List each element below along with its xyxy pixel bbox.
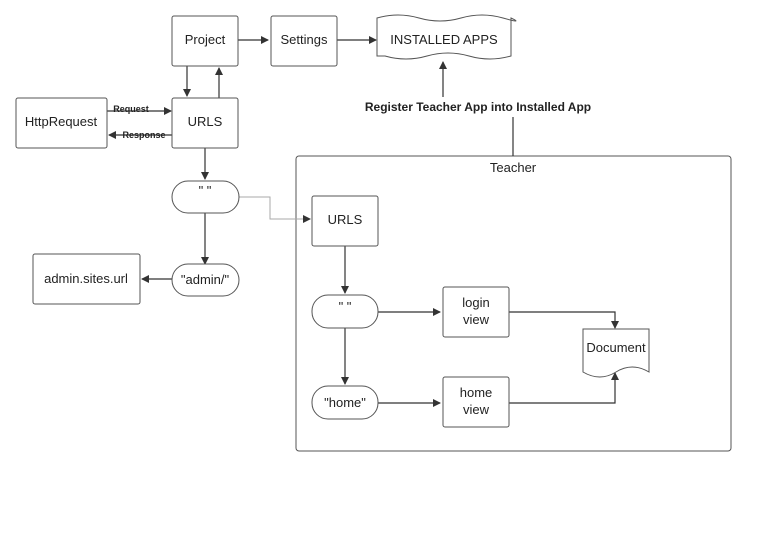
- home-route-node: [311, 385, 379, 420]
- project-label: Project: [185, 32, 226, 47]
- home-route-label: "home": [324, 395, 366, 410]
- admin-sites-url-label: admin.sites.url: [44, 271, 128, 286]
- register-label-bg: [362, 97, 594, 117]
- login-view-label-line1: login: [462, 295, 489, 310]
- teacher-urls-label: URLS: [328, 212, 363, 227]
- document-label: Document: [586, 340, 646, 355]
- teacher-urls-node: [311, 195, 379, 247]
- empty-route-main-label: " ": [199, 183, 212, 198]
- teacher-container-label: Teacher: [490, 160, 537, 175]
- home-view-label-line2: view: [463, 402, 490, 417]
- edge-login-view-document: [509, 311, 619, 329]
- login-view-node: [442, 286, 510, 338]
- request-label: Request: [113, 104, 149, 114]
- empty-route-main-node: [171, 180, 240, 214]
- urls-main-label: URLS: [188, 114, 223, 129]
- home-view-label-line1: home: [460, 385, 493, 400]
- admin-route-label: "admin/": [181, 272, 230, 287]
- http-request-node: [15, 97, 108, 149]
- edge-home-view-document: [509, 372, 619, 404]
- installed-apps-node: [376, 14, 517, 60]
- empty-route-teacher-node: [311, 294, 379, 329]
- home-view-node: [442, 376, 510, 428]
- admin-sites-url-node: [32, 253, 141, 305]
- login-view-label-line2: view: [463, 312, 490, 327]
- register-label: Register Teacher App into Installed App: [365, 100, 591, 114]
- empty-route-teacher-label: " ": [339, 299, 352, 314]
- edge-empty-route-teacher-urls: [239, 196, 311, 223]
- urls-main-node: [171, 97, 239, 149]
- project-node: [171, 15, 239, 67]
- settings-node: [270, 15, 338, 67]
- installed-apps-label: INSTALLED APPS: [390, 32, 498, 47]
- admin-route-node: [171, 263, 240, 297]
- http-request-label: HttpRequest: [25, 114, 98, 129]
- document-node: [582, 328, 650, 378]
- response-label: Response: [122, 130, 165, 140]
- settings-label: Settings: [281, 32, 328, 47]
